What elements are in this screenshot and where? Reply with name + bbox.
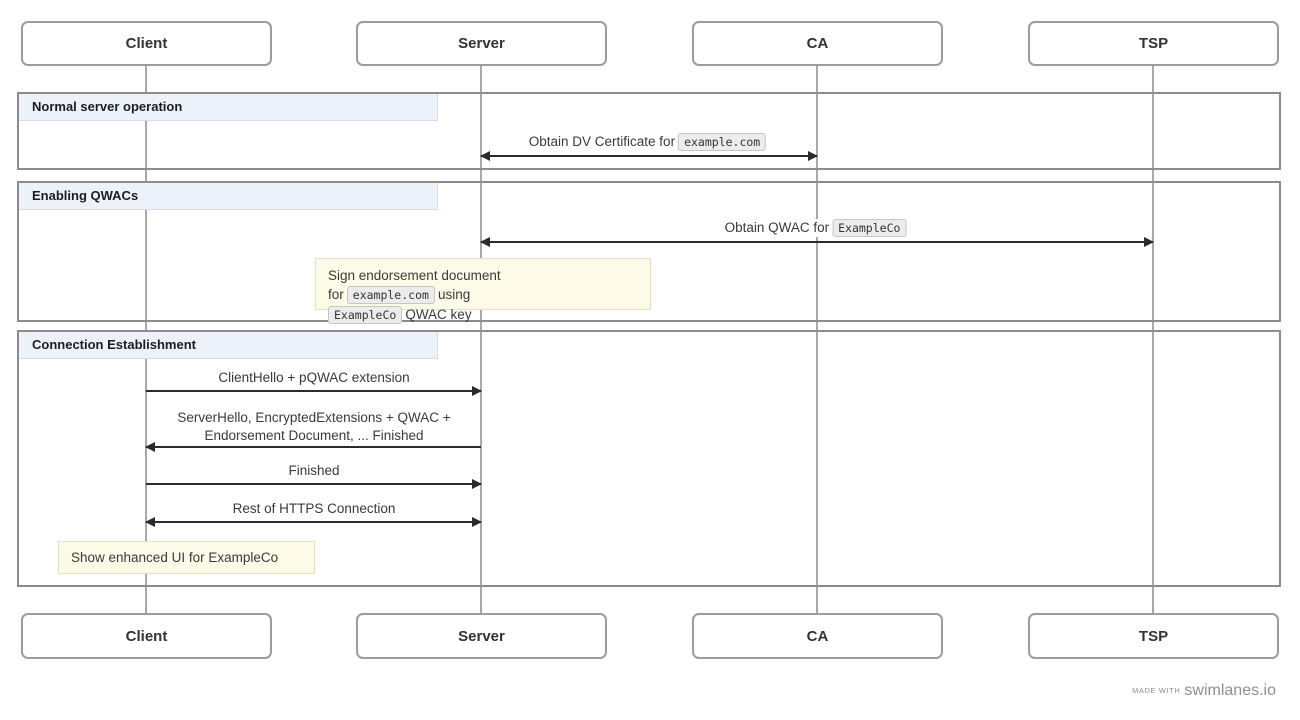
message-arrow-rest-of-https <box>145 517 482 527</box>
actor-top-tsp: TSP <box>1028 21 1279 66</box>
note-text: Sign endorsement document for <box>328 268 501 302</box>
message-text: Rest of HTTPS Connection <box>232 501 396 516</box>
message-text: ClientHello + pQWAC extension <box>218 370 410 385</box>
actor-label: CA <box>806 35 829 52</box>
actor-top-client: Client <box>21 21 272 66</box>
arrowhead-right-icon <box>472 386 482 396</box>
message-arrow-serverhello <box>145 442 481 452</box>
message-text: Finished <box>288 463 340 478</box>
group-enabling-qwacs: Enabling QWACs <box>17 181 1281 322</box>
arrowhead-left-icon <box>145 442 155 452</box>
lifeline-tsp <box>1152 66 1154 613</box>
code-badge: ExampleCo <box>832 219 907 237</box>
note-text: QWAC key <box>405 307 472 322</box>
actor-top-ca: CA <box>692 21 943 66</box>
arrowhead-right-icon <box>808 151 818 161</box>
code-badge: example.com <box>678 133 767 151</box>
actor-label: Server <box>458 627 505 645</box>
actor-label: Server <box>458 35 505 52</box>
group-normal-server-operation: Normal server operation <box>17 92 1281 170</box>
message-label-serverhello: ServerHello, EncryptedExtensions + QWAC … <box>172 409 456 445</box>
message-text: Endorsement Document, ... Finished <box>204 428 424 443</box>
message-label-finished: Finished <box>283 462 345 480</box>
arrowhead-left-icon <box>480 237 490 247</box>
actor-label: TSP <box>1138 627 1169 645</box>
actor-label: TSP <box>1138 35 1169 52</box>
group-title: Enabling QWACs <box>19 183 438 210</box>
message-text: Obtain DV Certificate for <box>528 134 676 149</box>
group-title: Normal server operation <box>19 94 438 121</box>
note-show-enhanced-ui: Show enhanced UI for ExampleCo <box>58 541 315 574</box>
actor-bottom-server: Server <box>356 613 607 659</box>
arrowhead-right-icon <box>472 479 482 489</box>
swimlanes-brand: swimlanes.io <box>1184 682 1276 699</box>
actor-label: Client <box>125 35 168 52</box>
made-with-label: MADE WITH <box>1132 686 1181 695</box>
message-text: ServerHello, EncryptedExtensions + QWAC … <box>177 410 451 425</box>
note-text: using <box>437 287 471 302</box>
code-badge: example.com <box>346 286 435 304</box>
code-badge: ExampleCo <box>328 306 403 324</box>
message-arrow-clienthello <box>146 386 482 396</box>
arrowhead-left-icon <box>480 151 490 161</box>
actor-top-server: Server <box>356 21 607 66</box>
message-text: Obtain QWAC for <box>724 220 830 235</box>
actor-label: CA <box>806 627 829 645</box>
message-arrow-obtain-qwac <box>480 237 1154 247</box>
group-connection-establishment: Connection Establishment <box>17 330 1281 587</box>
actor-bottom-client: Client <box>21 613 272 659</box>
message-label-rest-of-https: Rest of HTTPS Connection <box>227 500 401 518</box>
lifeline-ca <box>816 66 818 613</box>
group-title: Connection Establishment <box>19 332 438 359</box>
arrowhead-right-icon <box>1144 237 1154 247</box>
lifeline-server <box>480 66 482 613</box>
actor-label: Client <box>125 627 168 645</box>
message-arrow-obtain-dv-cert <box>480 151 818 161</box>
message-label-clienthello: ClientHello + pQWAC extension <box>213 369 415 387</box>
arrowhead-left-icon <box>145 517 155 527</box>
message-arrow-finished <box>146 479 482 489</box>
actor-bottom-tsp: TSP <box>1028 613 1279 659</box>
note-text: Show enhanced UI for ExampleCo <box>71 550 279 565</box>
arrowhead-right-icon <box>472 517 482 527</box>
actor-bottom-ca: CA <box>692 613 943 659</box>
